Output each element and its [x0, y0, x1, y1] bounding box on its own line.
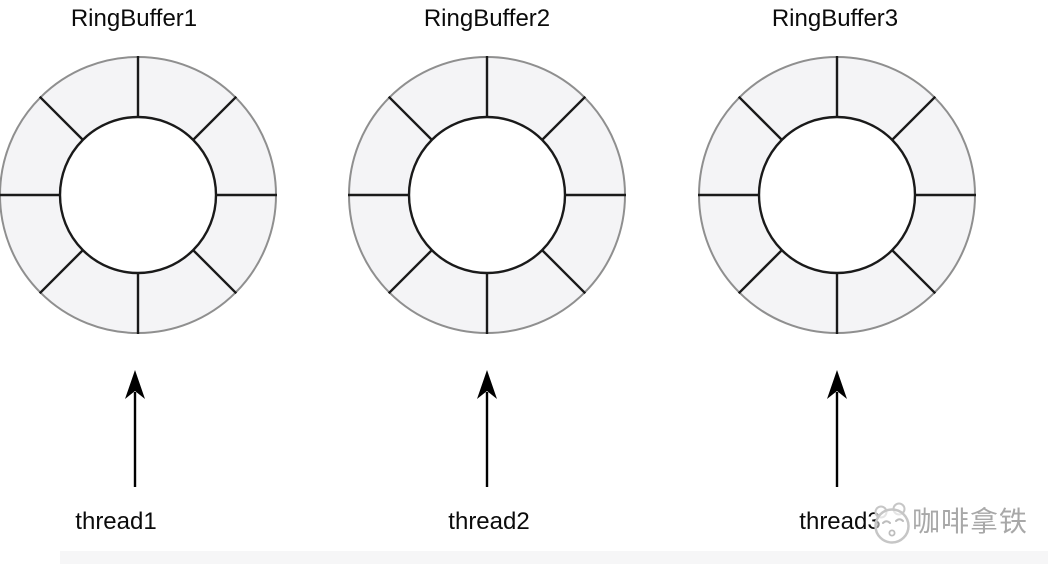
ring-buffer-3-ring — [698, 56, 976, 334]
ring-buffer-1-title: RingBuffer1 — [70, 5, 198, 32]
ring-buffer-2-ring — [348, 56, 626, 334]
thread-3-up-arrow-icon — [827, 370, 847, 487]
thread-2-up-arrow-icon — [477, 370, 497, 487]
thread-3-label: thread3 — [799, 508, 881, 535]
thread-1-up-arrow-icon — [125, 370, 145, 487]
bottom-edge-strip — [60, 551, 1048, 564]
watermark-cat-face-logo-icon — [874, 502, 910, 544]
watermark-text: 咖啡拿铁 — [912, 506, 1029, 537]
thread-2-label: thread2 — [448, 508, 530, 535]
ring-buffer-2-title: RingBuffer2 — [423, 5, 551, 32]
ring-buffer-1-ring — [0, 56, 277, 334]
thread-1-label: thread1 — [75, 508, 157, 535]
ring-buffer-3-title: RingBuffer3 — [771, 5, 899, 32]
